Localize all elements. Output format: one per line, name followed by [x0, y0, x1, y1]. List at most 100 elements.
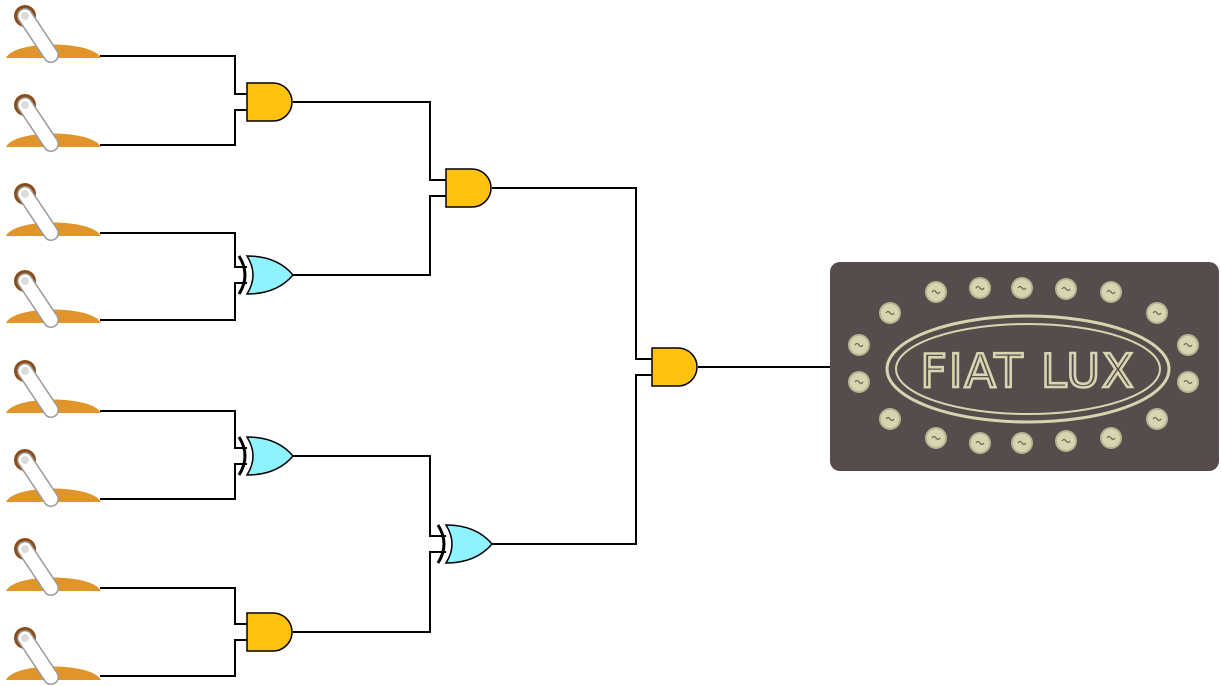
light-bulb: [848, 334, 870, 356]
toggle-switch[interactable]: [6, 538, 101, 596]
bulb-filament: [1183, 342, 1193, 348]
and-gate: [246, 612, 293, 652]
wire: [492, 187, 652, 360]
switch-lever: [18, 187, 58, 240]
bulb-filament: [931, 289, 941, 295]
wire: [293, 455, 446, 537]
switch-lever: [18, 9, 58, 62]
wire: [293, 101, 446, 181]
bulb-filament: [1017, 440, 1027, 446]
bulb-filament: [885, 310, 895, 316]
sign-bulbs: [848, 277, 1199, 454]
toggle-switch[interactable]: [6, 5, 101, 63]
xor-gate: [436, 524, 493, 564]
light-bulb: [1011, 277, 1033, 299]
wire: [293, 551, 446, 633]
wire: [100, 55, 247, 95]
switch-lever: [18, 542, 58, 595]
xor-gate-body: [245, 255, 294, 295]
xor-gate-arc: [237, 255, 247, 295]
xor-gate-arc: [237, 436, 247, 476]
wire: [100, 463, 247, 500]
bulb-filament: [854, 379, 864, 385]
xor-gate: [237, 255, 294, 295]
light-bulb: [879, 302, 901, 324]
light-bulb: [969, 432, 991, 454]
switch-pivot-cap: [21, 190, 29, 198]
light-bulb: [925, 281, 947, 303]
light-bulb: [1177, 334, 1199, 356]
toggle-switch[interactable]: [6, 270, 101, 328]
wire: [100, 109, 247, 146]
toggle-switch[interactable]: [6, 449, 101, 507]
bulb-filament: [975, 285, 985, 291]
and-gate: [246, 82, 293, 122]
bulb-filament: [1061, 286, 1071, 292]
switch-pivot-cap: [21, 101, 29, 109]
bulb-filament: [885, 416, 895, 422]
light-bulb: [879, 408, 901, 430]
switch-pivot-cap: [21, 12, 29, 20]
wire: [100, 587, 247, 625]
toggle-switch[interactable]: [6, 94, 101, 152]
and-gate: [445, 168, 492, 208]
wire: [100, 639, 247, 677]
light-bulb: [925, 427, 947, 449]
and-gate: [651, 347, 698, 387]
xor-gate: [237, 436, 294, 476]
bulb-filament: [1017, 285, 1027, 291]
xor-gate-body: [245, 436, 294, 476]
switch-pivot-cap: [21, 545, 29, 553]
switches: [6, 5, 101, 685]
wire: [100, 232, 247, 268]
switch-pivot-cap: [21, 367, 29, 375]
switch-lever: [18, 98, 58, 151]
light-bulb: [1055, 430, 1077, 452]
switch-pivot-cap: [21, 277, 29, 285]
sign-outer-ellipse: [885, 314, 1171, 424]
and-gate-body: [651, 347, 698, 387]
sign-label: FIAT LUX: [920, 344, 1135, 398]
and-gate-body: [246, 612, 293, 652]
logic-gates: [237, 82, 698, 652]
light-bulb: [1177, 371, 1199, 393]
light-bulb: [1146, 408, 1168, 430]
switch-lever: [18, 453, 58, 506]
sign-panel: [830, 262, 1219, 471]
light-bulb: [1100, 427, 1122, 449]
wire: [293, 195, 446, 276]
bulb-filament: [1183, 379, 1193, 385]
sign-inner-ellipse: [895, 323, 1161, 415]
and-gate-body: [445, 168, 492, 208]
toggle-switch[interactable]: [6, 183, 101, 241]
switch-lever: [18, 364, 58, 417]
switch-pivot-cap: [21, 634, 29, 642]
bulb-filament: [1106, 289, 1116, 295]
bulb-filament: [1152, 416, 1162, 422]
bulb-filament: [975, 440, 985, 446]
light-bulb: [1100, 281, 1122, 303]
xor-gate-body: [444, 524, 493, 564]
bulb-filament: [854, 342, 864, 348]
light-bulb: [969, 277, 991, 299]
light-bulb: [848, 371, 870, 393]
wire: [100, 410, 247, 449]
light-bulb: [1011, 432, 1033, 454]
light-bulb: [1055, 278, 1077, 300]
fiat-lux-sign: FIAT LUX: [830, 262, 1219, 471]
bulb-filament: [1152, 310, 1162, 316]
switch-pivot-cap: [21, 456, 29, 464]
light-bulb: [1146, 302, 1168, 324]
and-gate-body: [246, 82, 293, 122]
wire: [492, 374, 652, 545]
switch-lever: [18, 631, 58, 684]
toggle-switch[interactable]: [6, 627, 101, 685]
bulb-filament: [1106, 435, 1116, 441]
toggle-switch[interactable]: [6, 360, 101, 418]
wires: [100, 55, 830, 677]
switch-lever: [18, 274, 58, 327]
bulb-filament: [931, 435, 941, 441]
bulb-filament: [1061, 438, 1071, 444]
wire: [100, 282, 247, 321]
